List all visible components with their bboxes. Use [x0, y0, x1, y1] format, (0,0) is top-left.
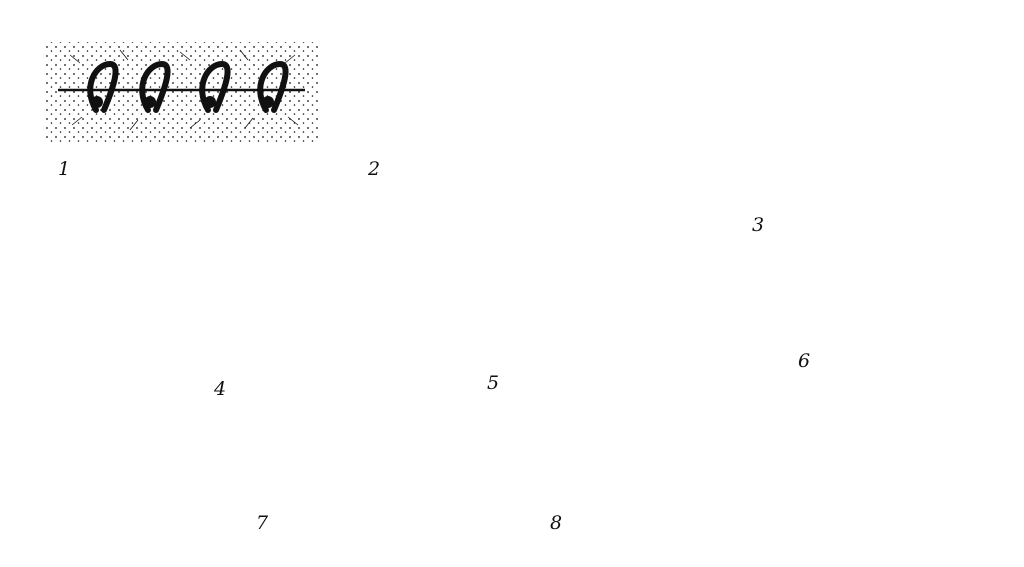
- figure-label-5: 5: [487, 372, 500, 394]
- fig1-knots: [91, 96, 274, 108]
- figure-label-4: 4: [214, 378, 227, 400]
- figure-label-7: 7: [256, 512, 269, 534]
- figure-label-3: 3: [752, 214, 765, 236]
- figure-label-1: 1: [58, 158, 71, 180]
- figure-label-6: 6: [798, 350, 811, 372]
- figure-label-2: 2: [368, 158, 381, 180]
- fig1-stitches: [87, 60, 289, 113]
- figure-label-8: 8: [550, 512, 563, 534]
- fig1-skin-tension-lines: [69, 49, 299, 131]
- figure-1-interrupted-sutures: [45, 42, 320, 144]
